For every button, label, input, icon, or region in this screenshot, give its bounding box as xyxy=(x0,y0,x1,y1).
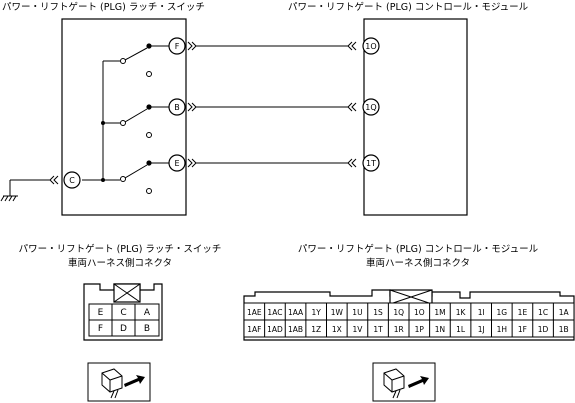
module-connector-cell: 1D xyxy=(538,325,549,334)
pin-e-circle xyxy=(168,154,186,172)
switch-connector-title-2: 車両ハーネス側コネクタ xyxy=(68,257,172,269)
pin-e-label: E xyxy=(174,159,179,168)
switch-row-f xyxy=(103,43,170,77)
wire-b-to-1q xyxy=(187,102,357,112)
module-connector-cell: 1E xyxy=(518,308,528,317)
module-connector-cell: 1F xyxy=(518,325,527,334)
module-connector-cell: 1L xyxy=(456,325,466,334)
pin-1q-circle xyxy=(362,98,380,116)
switch-cell-b: B xyxy=(144,324,150,334)
module-connector-cell: 1C xyxy=(538,308,548,317)
module-connector-cell: 1AF xyxy=(247,325,261,334)
pin-b-label: B xyxy=(174,103,180,112)
module-connector-cell: 1AB xyxy=(288,325,303,334)
switch-row-e xyxy=(103,160,170,194)
switch-title: パワー・リフトゲート (PLG) ラッチ・スイッチ xyxy=(2,1,205,13)
pin-1o-label: 1O xyxy=(365,42,376,51)
ground-connector-chevrons xyxy=(49,175,59,185)
module-connector-cell: 1AC xyxy=(267,308,282,317)
module-connector-cell: 1A xyxy=(559,308,570,317)
module-connector-cell: 1R xyxy=(394,325,404,334)
switch-cell-e: E xyxy=(98,308,104,318)
module-connector-cells: 1AE 1AC 1AA 1Y 1W 1U 1S 1Q 1O 1M 1K 1I 1G 1E 1C 1A 1AF 1A… xyxy=(247,303,570,337)
pin-1t-label: 1T xyxy=(366,159,376,168)
module-connector-cell: 1G xyxy=(497,308,508,317)
pin-f-circle xyxy=(168,37,186,55)
switch-cell-d: D xyxy=(120,324,127,334)
module-connector-cell: 1Q xyxy=(393,308,404,317)
module-connector-cell: 1O xyxy=(414,308,425,317)
module-connector-cell: 1AE xyxy=(247,308,262,317)
module-connector-cell: 1W xyxy=(331,308,344,317)
module-connector-cell: 1S xyxy=(373,308,383,317)
module-connector-cell: 1AD xyxy=(267,325,283,334)
module-connector-cell: 1U xyxy=(352,308,362,317)
module-connector-cell: 1AA xyxy=(288,308,304,317)
module-connector-title-1: パワー・リフトゲート (PLG) コントロール・モジュール xyxy=(298,243,539,255)
switch-cell-a: A xyxy=(144,308,151,318)
switch-cell-c: C xyxy=(120,308,126,318)
switch-row-b xyxy=(103,104,170,138)
switch-harness-connector: E C A F D B xyxy=(83,283,163,341)
wire-f-to-1o xyxy=(187,41,357,51)
pin-c-circle xyxy=(63,171,81,189)
pin-b-circle xyxy=(168,98,186,116)
switch-cell-f: F xyxy=(98,324,103,334)
module-connector-cell: 1H xyxy=(497,325,507,334)
module-connector-cell: 1T xyxy=(373,325,383,334)
module-connector-cell: 1B xyxy=(559,325,569,334)
pin-f-label: F xyxy=(175,42,180,51)
module-connector-cell: 1Y xyxy=(312,308,322,317)
switch-box xyxy=(61,18,187,216)
pin-1o-circle xyxy=(362,37,380,55)
wire-e-to-1t xyxy=(187,158,357,168)
module-box xyxy=(363,18,468,216)
module-connector-cell: 1K xyxy=(456,308,467,317)
module-connector-cell: 1Z xyxy=(311,325,321,334)
module-connector-cell: 1V xyxy=(352,325,363,334)
module-connector-cell: 1I xyxy=(478,308,485,317)
connector-plug-arrow-icon xyxy=(372,362,436,402)
module-connector-cell: 1M xyxy=(434,308,445,317)
module-connector-title-2: 車両ハーネス側コネクタ xyxy=(366,257,470,269)
pin-1t-circle xyxy=(362,154,380,172)
pin-1q-label: 1Q xyxy=(365,103,376,112)
module-title: パワー・リフトゲート (PLG) コントロール・モジュール xyxy=(288,1,529,13)
connector-plug-arrow-icon xyxy=(87,362,151,402)
switch-connector-title-1: パワー・リフトゲート (PLG) ラッチ・スイッチ xyxy=(19,243,222,255)
pin-c-label: C xyxy=(69,176,75,185)
module-connector-cell: 1P xyxy=(415,325,425,334)
module-connector-cell: 1X xyxy=(332,325,342,334)
module-connector-cell: 1J xyxy=(478,325,485,334)
ground-icon xyxy=(0,180,18,202)
module-connector-cell: 1N xyxy=(435,325,445,334)
